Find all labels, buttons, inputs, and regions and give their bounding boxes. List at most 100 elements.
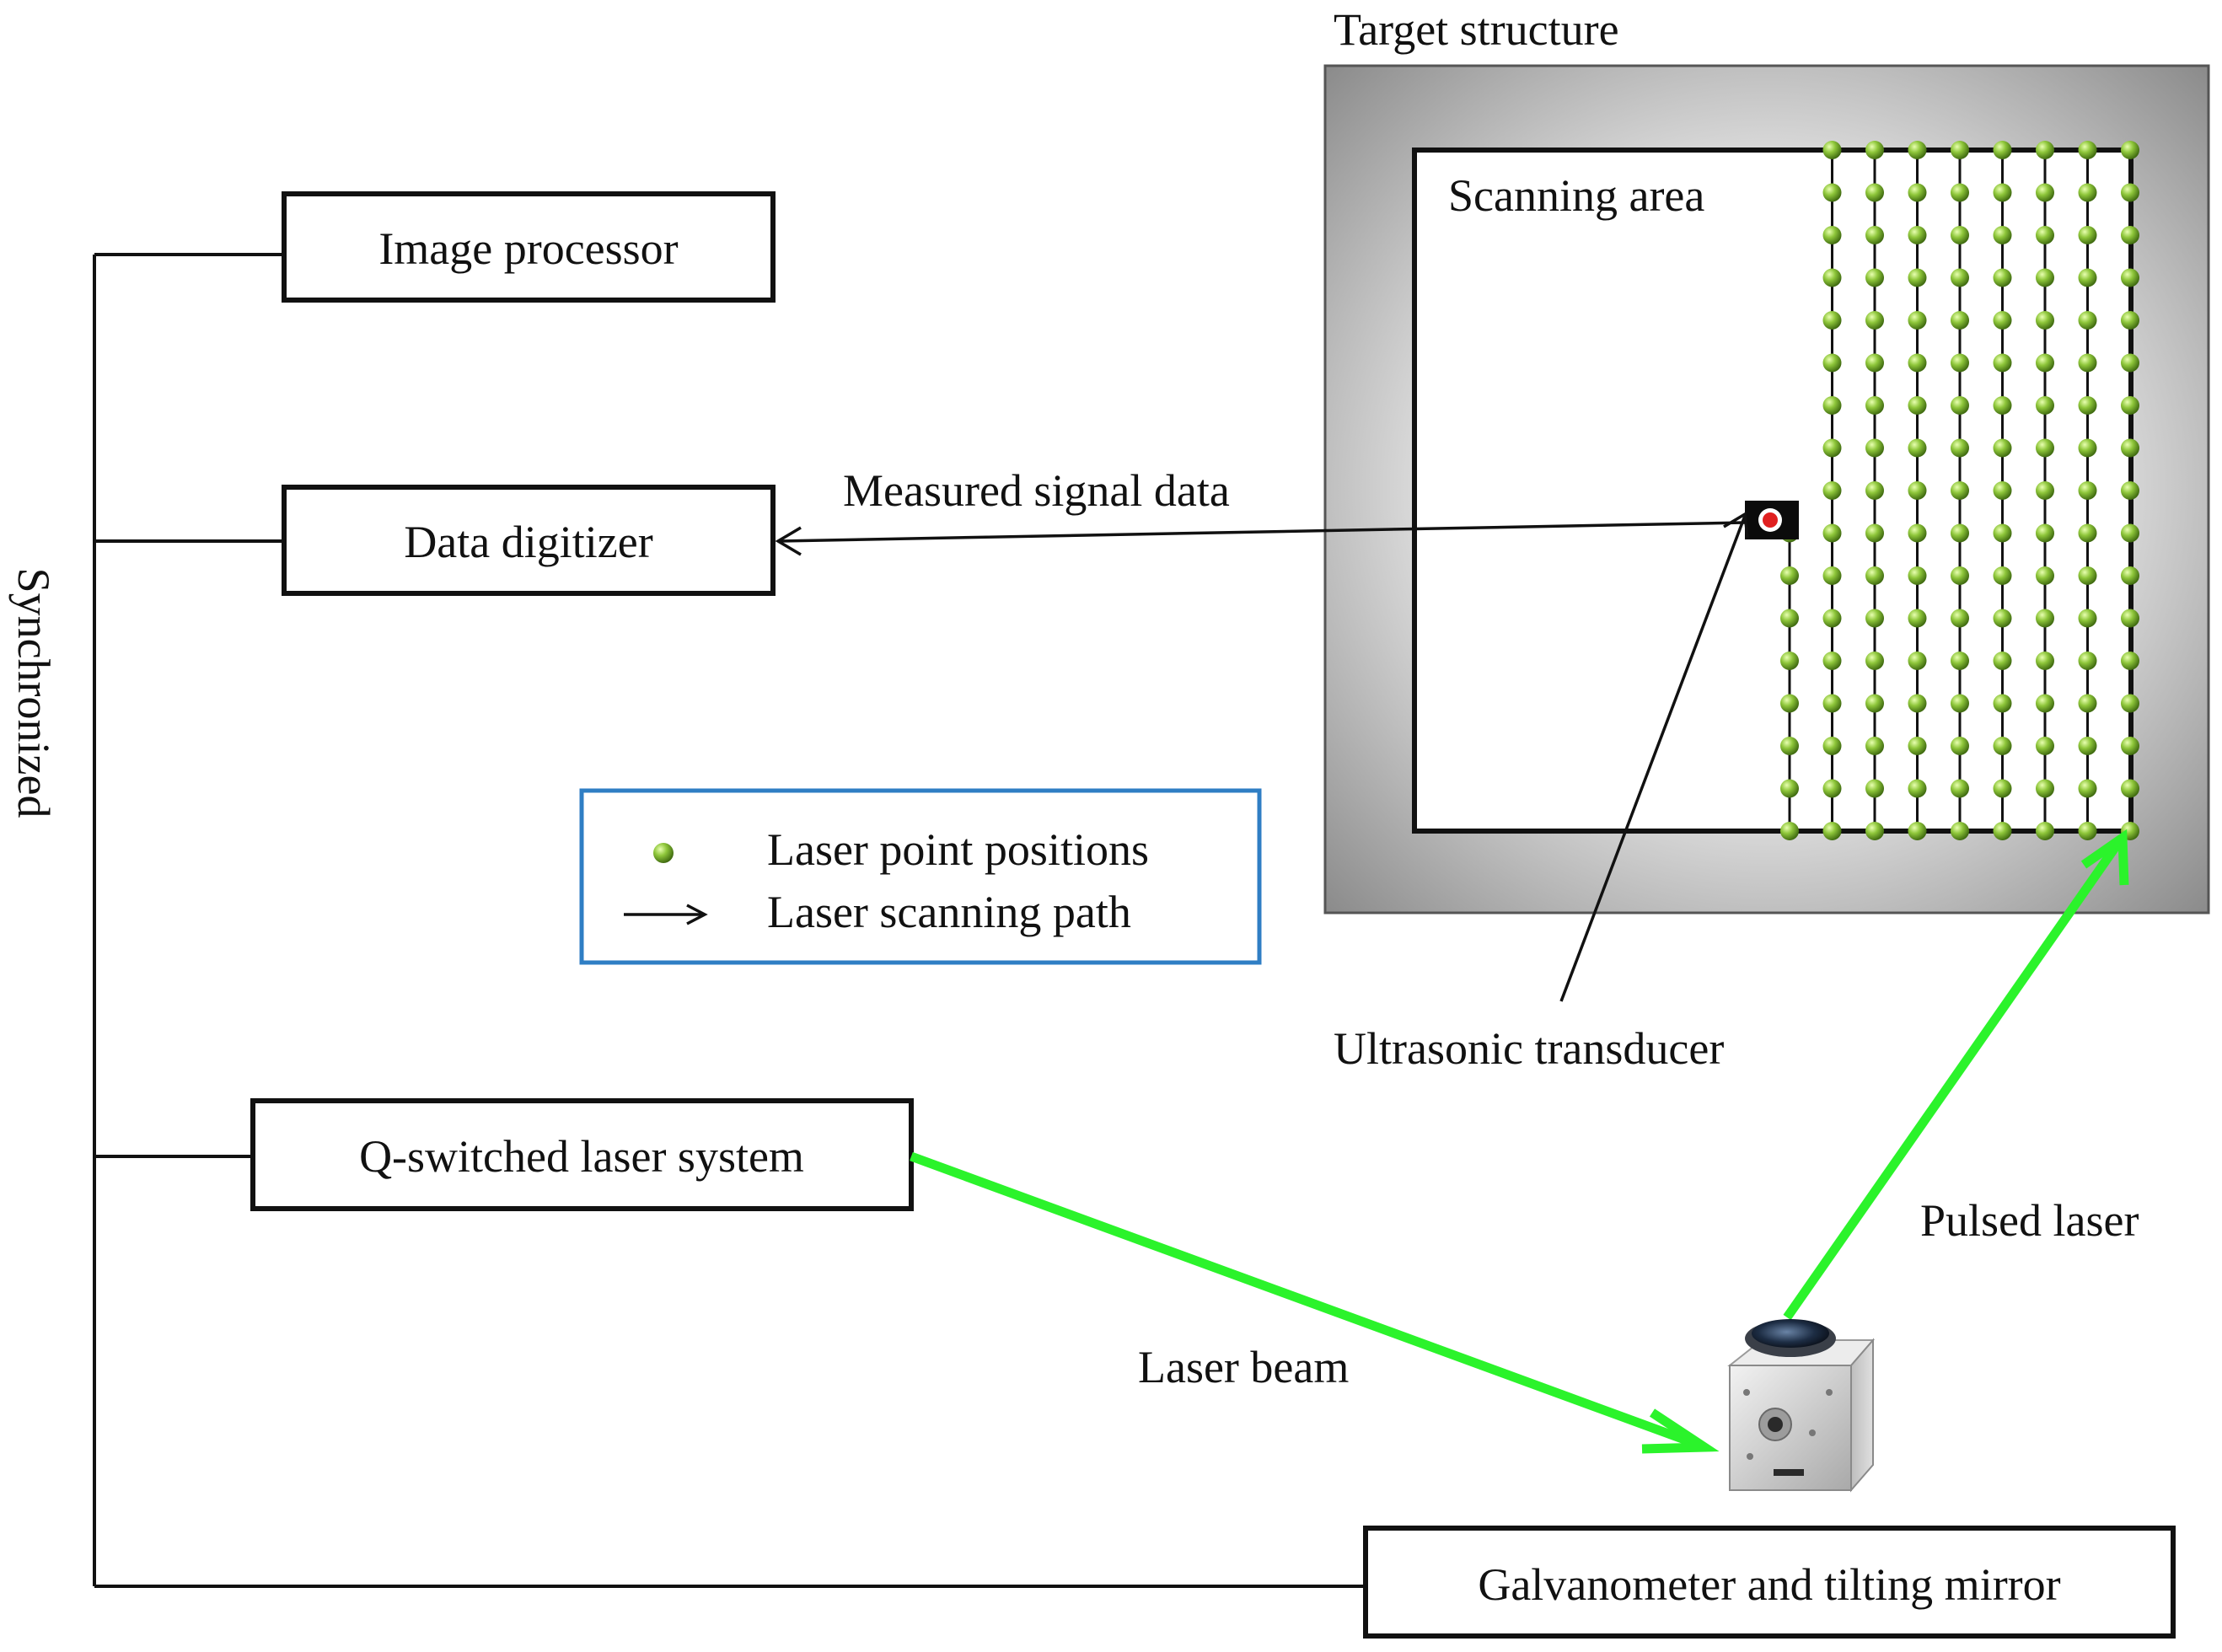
laser-point [1865,481,1884,500]
laser-point [1908,779,1927,798]
laser-point [2078,438,2097,458]
laser-point [1865,779,1884,798]
laser-point [1865,438,1884,458]
laser-point [2121,737,2139,755]
laser-point [1908,268,1927,287]
laser-point [2121,438,2139,458]
laser-point [1822,523,1842,543]
laser-point [1951,779,1969,798]
laser-point [1951,652,1969,670]
laser-point [2036,523,2054,543]
laser-point [1951,481,1969,500]
laser-point [1780,694,1799,713]
laser-point [1993,609,2012,628]
galvanometer-box [1363,1526,2176,1639]
data-digitizer-label: Data digitizer [404,517,652,567]
laser-point [1993,183,2012,202]
scanning-area-label: Scanning area [1448,170,1704,221]
synchronized-label: Synchronized [8,568,59,818]
laser-point [1993,141,2012,159]
laser-point [1908,523,1927,543]
laser-point [1908,737,1927,755]
laser-beam-arrow [910,1151,1720,1454]
laser-system-label: Q-switched laser system [359,1131,804,1182]
laser-point [2036,311,2054,330]
laser-point [1908,822,1927,840]
laser-point [2036,396,2054,415]
laser-point [1822,183,1842,202]
laser-point [2078,353,2097,373]
laser-point [1780,609,1799,628]
measured-signal-arrow [775,521,1746,556]
laser-point [1908,141,1927,159]
laser-point [1993,779,2012,798]
laser-point [1822,438,1842,458]
laser-point [1822,779,1842,798]
pulsed-laser-label: Pulsed laser [1920,1195,2139,1246]
laser-point [2121,481,2139,500]
laser-point [1951,438,1969,458]
laser-point [1908,353,1927,373]
laser-point [2121,652,2139,670]
laser-point [1865,141,1884,159]
laser-point [2121,523,2139,543]
laser-point [1822,311,1842,330]
galvanometer-label: Galvanometer and tilting mirror [1478,1559,2060,1610]
laser-point [1780,822,1799,840]
laser-point [2078,694,2097,713]
laser-point [1951,822,1969,840]
laser-point [1993,396,2012,415]
laser-point [1993,481,2012,500]
laser-point [1865,226,1884,244]
laser-point [1993,353,2012,373]
laser-point [1865,183,1884,202]
laser-beam-label: Laser beam [1138,1342,1349,1392]
laser-point [1951,183,1969,202]
laser-point [1993,694,2012,713]
laser-point [2121,268,2139,287]
laser-point [1822,226,1842,244]
legend-point-label: Laser point positions [767,824,1149,875]
laser-point [1908,226,1927,244]
measured-signal-label: Measured signal data [843,465,1230,516]
laser-point [2036,694,2054,713]
laser-point [1822,481,1842,500]
transducer-pointer-arrow [1559,512,1749,1002]
laser-point [2121,779,2139,798]
legend-scan-path-arrow-icon [624,904,708,925]
laser-point [1908,609,1927,628]
laser-point [1951,311,1969,330]
laser-point [1865,353,1884,373]
laser-point [1822,609,1842,628]
laser-point [1865,523,1884,543]
pulsed-laser-arrow [1783,829,2129,1321]
laser-point [2036,226,2054,244]
laser-point [2121,353,2139,373]
galvanometer-scanner-icon [1727,1319,1876,1493]
laser-point [2078,141,2097,159]
ultrasonic-transducer-icon [1745,501,1799,539]
laser-point [1908,183,1927,202]
laser-point [2036,609,2054,628]
laser-point [1993,268,2012,287]
laser-point [1951,737,1969,755]
laser-point [1822,268,1842,287]
laser-point [1780,652,1799,670]
laser-point [1908,481,1927,500]
laser-point [2036,737,2054,755]
laser-point [1993,311,2012,330]
laser-point [1865,652,1884,670]
laser-point [2078,609,2097,628]
laser-point [2036,353,2054,373]
ultrasonic-transducer-label: Ultrasonic transducer [1334,1023,1724,1074]
laser-point [1780,566,1799,585]
laser-point [1908,694,1927,713]
legend-box [579,788,1262,965]
laser-point [1865,609,1884,628]
laser-point [1865,737,1884,755]
laser-point [1908,652,1927,670]
laser-point [2078,779,2097,798]
laser-point [1822,737,1842,755]
laser-point [1908,396,1927,415]
laser-point [1822,694,1842,713]
